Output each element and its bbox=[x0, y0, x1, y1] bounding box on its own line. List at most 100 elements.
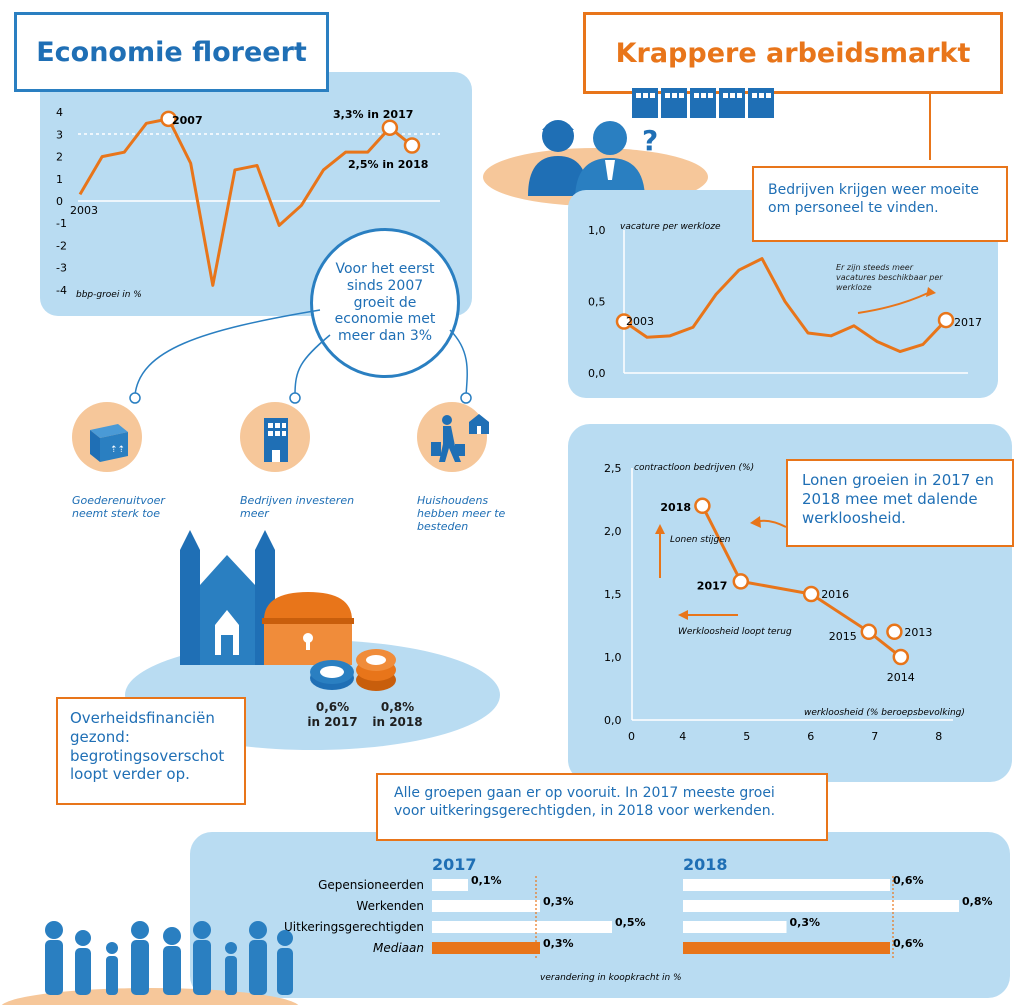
wage-ytick: 2,5 bbox=[604, 462, 622, 475]
labor-title: Krappere arbeidsmarkt bbox=[583, 12, 1003, 94]
treasure-chest-icon bbox=[262, 592, 354, 665]
bar-2018-2 bbox=[683, 921, 787, 933]
gdp-ytick: -1 bbox=[56, 217, 67, 230]
vacancy-point-2017 bbox=[937, 311, 955, 329]
wage-xtick: 5 bbox=[743, 730, 750, 743]
vacancy-ylabel: vacature per werkloze bbox=[620, 222, 721, 232]
wage-unemployment-label: Werkloosheid loopt terug bbox=[678, 627, 792, 637]
wage-point-label-2016: 2016 bbox=[821, 588, 849, 601]
gdp-point-2007 bbox=[160, 110, 177, 128]
goods-label: Goederenuitvoer neemt sterk toe bbox=[72, 494, 165, 520]
vacancy-ytick: 0,5 bbox=[588, 296, 606, 309]
wage-ytick: 0,0 bbox=[604, 714, 622, 727]
bar-2018-0 bbox=[683, 879, 890, 891]
crowd-icon bbox=[1, 921, 299, 1005]
gdp-ytick: 1 bbox=[56, 173, 63, 186]
growth-callout: Voor het eerst sinds 2007 groeit de econ… bbox=[310, 228, 460, 378]
economy-title: Economie floreert bbox=[14, 12, 329, 92]
wage-ytick: 1,5 bbox=[604, 588, 622, 601]
wage-up-arrowhead bbox=[655, 524, 665, 534]
surplus-2017-value: 0,6% bbox=[315, 700, 350, 714]
households-icon-circle bbox=[417, 402, 489, 472]
wage-point-label-2015: 2015 bbox=[829, 630, 857, 643]
gdp-ytick: -4 bbox=[56, 284, 67, 297]
gdp-annotation-2003: 2003 bbox=[70, 204, 98, 217]
category-label: Gepensioneerden bbox=[318, 878, 424, 892]
vacancy-ytick: 1,0 bbox=[588, 224, 606, 237]
bar-2017-0 bbox=[432, 879, 468, 891]
church-icon bbox=[180, 530, 275, 665]
wage-xtick: 7 bbox=[871, 730, 878, 743]
purchasing-chart: 2017 2018 GepensioneerdenWerkendenUitker… bbox=[284, 855, 993, 983]
box-icon: ⇡⇡ bbox=[90, 424, 128, 462]
job-seekers-icon: ? bbox=[528, 120, 658, 200]
gdp-ytick: 3 bbox=[56, 128, 63, 141]
category-label: Uitkeringsgerechtigden bbox=[284, 920, 424, 934]
wage-left-arrowhead bbox=[678, 610, 688, 620]
purchasing-panel bbox=[190, 832, 1010, 998]
bar-value-label: 0,6% bbox=[893, 874, 924, 887]
svg-text:⇡⇡: ⇡⇡ bbox=[110, 445, 125, 455]
finance-callout: Overheidsfinanciën gezond: begrotingsove… bbox=[56, 697, 246, 805]
wage-xlabel: werkloosheid (% beroepsbevolking) bbox=[804, 708, 965, 718]
surplus-2017-year: in 2017 bbox=[307, 715, 358, 729]
vacancy-chart: 1,0 0,5 0,0 vacature per werkloze 2003 201… bbox=[588, 222, 982, 380]
groups-callout: Alle groepen gaan er op vooruit. In 2017… bbox=[376, 773, 828, 841]
series-2017-title: 2017 bbox=[432, 855, 477, 874]
shopper-icon bbox=[431, 414, 489, 462]
vacancy-up-arrow bbox=[857, 292, 929, 314]
bar-2018-3 bbox=[683, 942, 890, 954]
growth-callout-text: Voor het eerst sinds 2007 groeit de econ… bbox=[334, 261, 436, 345]
growth-connectors bbox=[129, 309, 472, 404]
office-buildings-icon bbox=[632, 88, 774, 118]
companies-callout: Bedrijven krijgen weer moeite om persone… bbox=[752, 166, 1008, 242]
wage-xtick: 4 bbox=[679, 730, 686, 743]
bar-value-label: 0,3% bbox=[543, 895, 574, 908]
vacancy-ytick: 0,0 bbox=[588, 367, 606, 380]
wage-xtick: 0 bbox=[628, 730, 635, 743]
gdp-ytick: 0 bbox=[56, 195, 63, 208]
bar-value-label: 0,3% bbox=[543, 937, 574, 950]
wage-point-2013 bbox=[886, 623, 903, 641]
gdp-point-2017 bbox=[381, 119, 399, 136]
purchasing-xlabel: verandering in koopkracht in % bbox=[540, 973, 682, 983]
bar-value-label: 0,6% bbox=[893, 937, 924, 950]
category-label: Werkenden bbox=[356, 899, 424, 913]
gdp-series-line bbox=[78, 117, 413, 287]
series-2018-title: 2018 bbox=[683, 855, 728, 874]
svg-text:?: ? bbox=[642, 124, 658, 157]
goods-icon-circle: ⇡⇡ bbox=[72, 402, 142, 472]
bar-value-label: 0,8% bbox=[962, 895, 993, 908]
gdp-ylabel: bbp-groei in % bbox=[76, 290, 142, 300]
wage-point-label-2013: 2013 bbox=[904, 626, 932, 639]
building-icon bbox=[264, 418, 288, 462]
vacancy-note-text: Er zijn steeds meer vacatures beschikbaa… bbox=[836, 263, 943, 292]
bar-2017-2 bbox=[432, 921, 612, 933]
wage-ytick: 2,0 bbox=[604, 525, 622, 538]
wage-xtick: 8 bbox=[935, 730, 942, 743]
vacancy-note: Er zijn steeds meer vacatures beschikbaa… bbox=[836, 263, 943, 292]
wage-point-2014 bbox=[892, 648, 910, 666]
invest-label: Bedrijven investeren meer bbox=[240, 494, 355, 520]
bar-2017-1 bbox=[432, 900, 540, 912]
wage-point-2015 bbox=[860, 623, 878, 641]
wage-point-label-2014: 2014 bbox=[887, 671, 915, 684]
vacancy-annotation-2003: 2003 bbox=[626, 315, 654, 328]
wage-xtick: 6 bbox=[807, 730, 814, 743]
gdp-ytick: 4 bbox=[56, 106, 63, 119]
bar-value-label: 0,5% bbox=[615, 916, 646, 929]
vacancy-series-line bbox=[623, 257, 948, 354]
gdp-annotation-2017: 3,3% in 2017 bbox=[333, 108, 413, 121]
wage-point-2017 bbox=[732, 573, 750, 590]
gdp-point-2018 bbox=[403, 137, 421, 154]
connector-labor bbox=[929, 94, 931, 160]
wage-point-label-2017: 2017 bbox=[697, 579, 728, 592]
wages-callout: Lonen groeien in 2017 en 2018 mee met da… bbox=[786, 459, 1014, 547]
invest-icon-circle bbox=[240, 402, 310, 472]
wage-rise-label: Lonen stijgen bbox=[670, 535, 731, 545]
category-label: Mediaan bbox=[373, 941, 424, 955]
vacancy-annotation-2017: 2017 bbox=[954, 316, 982, 329]
wage-point-label-2018: 2018 bbox=[660, 501, 691, 514]
gdp-ytick: -3 bbox=[56, 262, 67, 275]
